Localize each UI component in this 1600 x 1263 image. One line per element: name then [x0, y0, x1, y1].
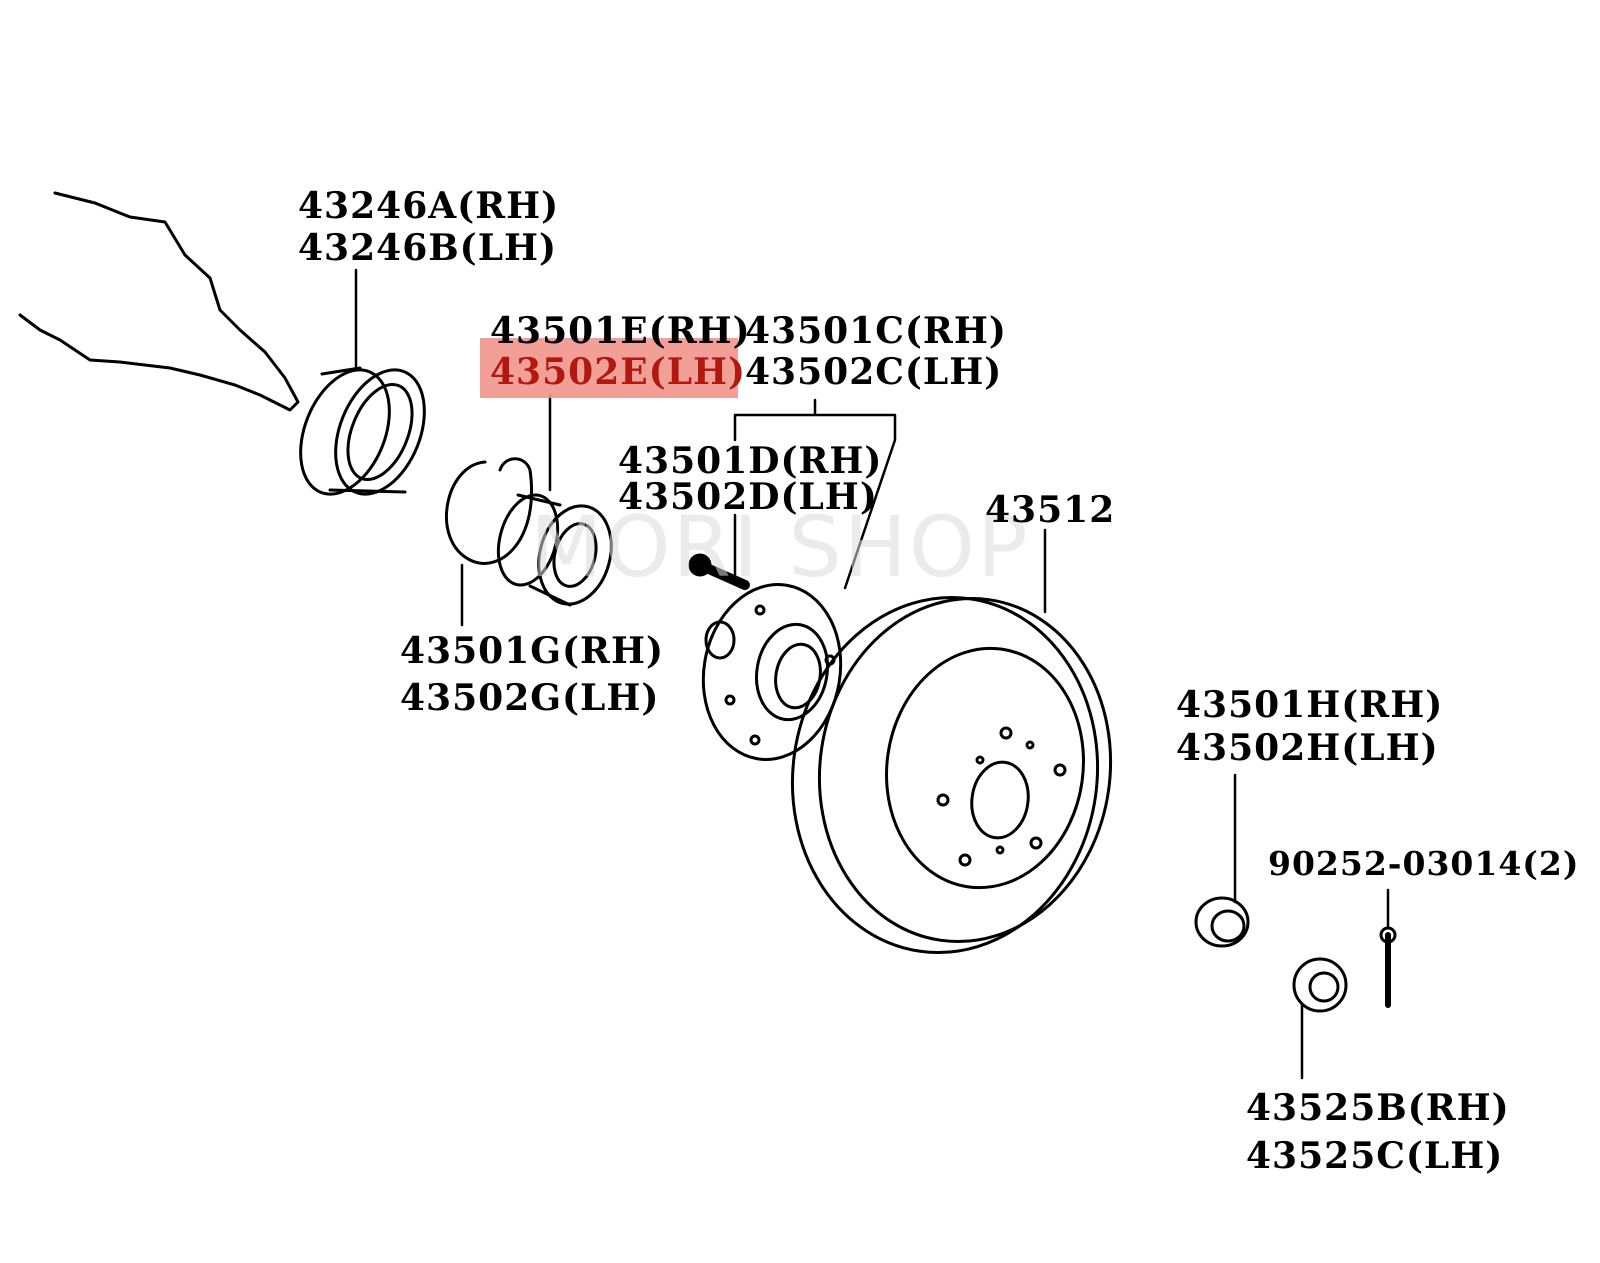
- cotter-pin: [1379, 926, 1397, 1008]
- label-43501d: 43501D(RH): [618, 440, 883, 482]
- hub-bolt: [688, 553, 750, 590]
- label-43525c: 43525C(LH): [1246, 1135, 1504, 1177]
- label-43501c: 43501C(RH): [745, 310, 1007, 352]
- watermark: MORI SHOP: [530, 498, 1030, 596]
- label-90252: 90252-03014(2): [1268, 844, 1580, 883]
- hub-nut: [1292, 957, 1348, 1013]
- label-43501h: 43501H(RH): [1176, 684, 1444, 726]
- label-43502h: 43502H(LH): [1176, 727, 1439, 769]
- label-43502c: 43502C(LH): [745, 351, 1003, 393]
- drive-shaft: [18, 191, 300, 412]
- label-43246a: 43246A(RH): [298, 185, 560, 227]
- highlight-box: [480, 338, 738, 398]
- label-43502e-highlighted: 43502E(LH): [490, 351, 747, 393]
- label-43502d: 43502D(LH): [618, 476, 878, 518]
- label-43502g: 43502G(LH): [400, 677, 660, 719]
- label-43525b: 43525B(RH): [1246, 1087, 1510, 1129]
- label-43246b: 43246B(LH): [298, 227, 558, 269]
- snap-ring: [445, 457, 533, 565]
- label-43512: 43512: [985, 489, 1116, 531]
- label-43501g: 43501G(RH): [400, 630, 664, 672]
- hub-bearing: [496, 493, 613, 607]
- disc-rotor: [790, 595, 1113, 955]
- leader-43501c: [733, 398, 897, 590]
- dust-deflector: [299, 366, 426, 496]
- lock-nut: [1194, 896, 1250, 948]
- label-43501e: 43501E(RH): [490, 310, 751, 352]
- axle-hub: [701, 583, 843, 761]
